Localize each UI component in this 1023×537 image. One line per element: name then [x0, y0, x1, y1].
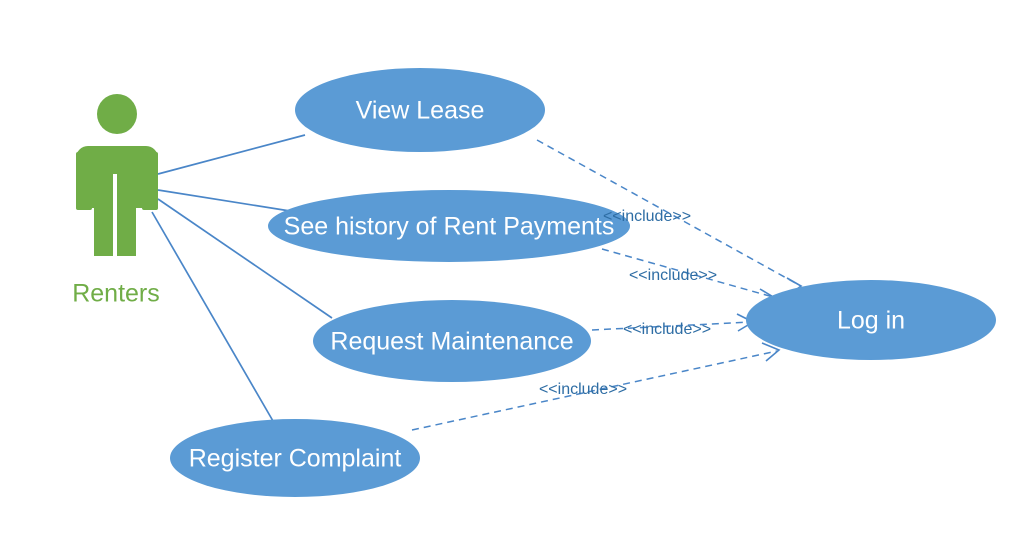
- actor-head: [97, 94, 137, 134]
- include-label-view-lease: <<include>>: [603, 208, 691, 225]
- use-case-ellipse[interactable]: [268, 190, 630, 262]
- use-case-label: Request Maintenance: [330, 328, 573, 356]
- actor-leg-right: [117, 172, 136, 256]
- association-lines: [151, 134, 333, 422]
- actor-label: Renters: [72, 280, 160, 308]
- include-arrow-view-lease-login: [536, 139, 800, 286]
- use-case-label: View Lease: [356, 97, 485, 125]
- actor-leg-left: [94, 172, 113, 256]
- association-renters-request-maintenance: [157, 198, 333, 319]
- use-case-label: Log in: [837, 307, 905, 335]
- use-case-label: See history of Rent Payments: [284, 213, 615, 241]
- person-actor-icon: [76, 94, 158, 256]
- use-case-ellipse[interactable]: [295, 68, 545, 152]
- use-case-ellipse[interactable]: [746, 280, 996, 360]
- include-label-request-maintenance: <<include>>: [623, 321, 711, 338]
- include-arrow-see-history-login: [601, 248, 774, 298]
- use-case-label: Register Complaint: [189, 445, 402, 473]
- actor-leg-gap: [113, 174, 117, 256]
- use-case-ellipse[interactable]: [313, 300, 591, 382]
- include-arrow-register-complaint-login: [411, 350, 778, 431]
- association-renters-view-lease: [157, 134, 306, 175]
- use-case-register-complaint[interactable]: Register Complaint: [170, 419, 420, 497]
- use-case-ellipse[interactable]: [170, 419, 420, 497]
- include-label-register-complaint: <<include>>: [539, 381, 627, 398]
- include-arrow-request-maintenance-login: [591, 321, 752, 331]
- use-case-request-maintenance[interactable]: Request Maintenance: [313, 300, 591, 382]
- association-renters-register-complaint: [151, 211, 274, 422]
- actor-arm-left: [76, 152, 92, 210]
- association-renters-see-history: [157, 189, 291, 212]
- use-case-log-in[interactable]: Log in: [746, 280, 996, 360]
- use-case-view-lease[interactable]: View Lease: [295, 68, 545, 152]
- include-arrowhead-register-complaint-login: [761, 342, 781, 362]
- include-label-see-history: <<include>>: [629, 267, 717, 284]
- use-case-see-history-of-rent-payments[interactable]: See history of Rent Payments: [268, 190, 630, 262]
- actor-arm-right: [142, 152, 158, 210]
- actor-renters[interactable]: Renters: [72, 94, 160, 308]
